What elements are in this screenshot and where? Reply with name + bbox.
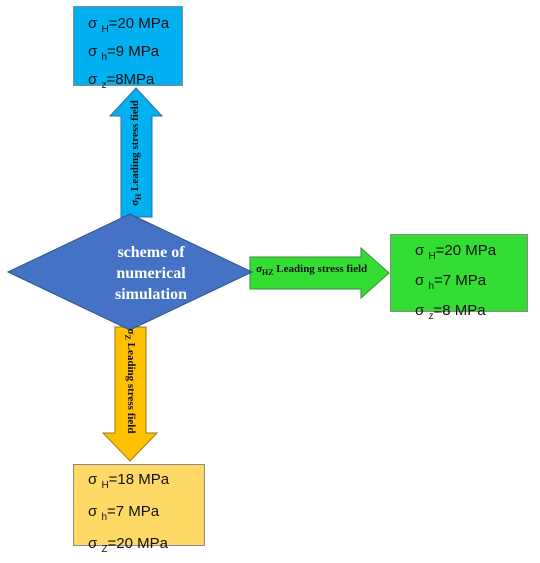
bottom-line-sigma-h-max: σ H=18 MPa: [88, 471, 170, 491]
arrow-right: [249, 246, 390, 300]
top-arrow-label: σH Leading stress field: [128, 100, 144, 206]
top-line-sigma-z: σ z=8MPa: [88, 71, 155, 91]
bottom-arrow-label: σZ Leading stress field: [122, 328, 138, 434]
top-stress-box: σ H=20 MPa σ h=9 MPa σ z=8MPa: [73, 6, 183, 91]
right-line-sigma-z: σ z=8 MPa: [415, 302, 486, 322]
arrow-up-top: [108, 87, 164, 218]
center-line-2: numerical: [116, 265, 186, 282]
center-diamond-label: scheme of numerical simulation: [86, 242, 216, 305]
right-line-sigma-h-max: σ H=20 MPa: [415, 242, 497, 262]
top-line-sigma-h-min: σ h=9 MPa: [88, 43, 160, 63]
arrow-down-bottom: [101, 326, 159, 462]
bottom-stress-box: σ H=18 MPa σ h=7 MPa σ Z=20 MPa: [73, 464, 205, 555]
center-line-1: scheme of: [117, 244, 185, 261]
center-line-3: simulation: [114, 286, 187, 303]
center-diamond: [6, 213, 254, 331]
diagram-shapes: [6, 87, 390, 462]
right-arrow-label: σHZ Leading stress field: [256, 263, 368, 278]
bottom-line-sigma-z: σ Z=20 MPa: [88, 535, 169, 555]
bottom-line-sigma-h-min: σ h=7 MPa: [88, 503, 160, 523]
right-line-sigma-h-min: σ h=7 MPa: [415, 272, 487, 292]
top-line-sigma-h-max: σ H=20 MPa: [88, 15, 170, 35]
right-stress-box: σ H=20 MPa σ h=7 MPa σ z=8 MPa: [390, 234, 528, 322]
